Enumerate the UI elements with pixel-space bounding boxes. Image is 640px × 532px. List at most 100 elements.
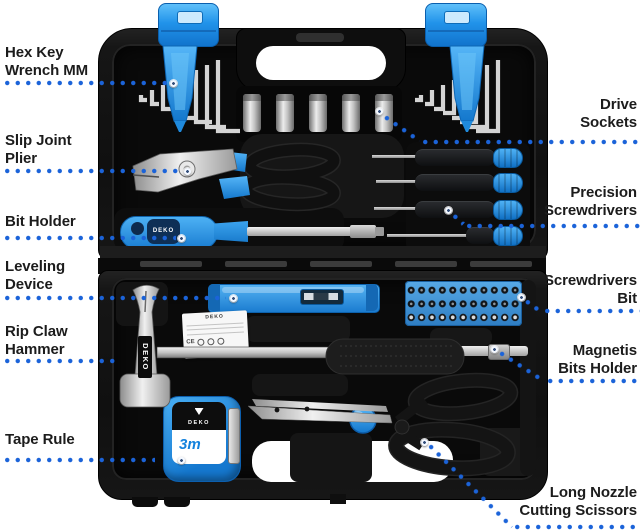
precision-screwdriver-cap: [493, 148, 523, 168]
drive-socket: [276, 94, 294, 132]
scissors-pivot: [394, 419, 410, 435]
case-hinge-lip: [100, 246, 546, 260]
slip-joint-plier: [132, 142, 341, 212]
callout-anchor-dot: [178, 235, 185, 242]
precision-screwdriver-tip: [374, 207, 418, 210]
magnetic-bits-holder-rod: [444, 346, 528, 356]
latch-slot: [444, 11, 470, 24]
drive-socket: [243, 94, 261, 132]
latch-slot: [177, 11, 203, 24]
case-foot: [132, 497, 158, 507]
bit-holder-tip: [375, 227, 384, 236]
hinge-slot: [470, 261, 532, 267]
latch-seam: [428, 30, 484, 32]
precision-screwdriver-tip: [387, 234, 471, 237]
rip-claw-hammer: DEKO: [119, 284, 465, 408]
callout-label: Bit Holder: [5, 213, 76, 230]
callout-hex-key-wrench: Hex Key Wrench MM: [5, 44, 88, 79]
latch-seam: [161, 30, 216, 32]
precision-screwdriver-body: [415, 174, 495, 191]
callout-rip-claw-hammer: Rip Claw Hammer: [5, 323, 68, 358]
callout-label: Leveling Device: [5, 258, 66, 293]
tape-brand: DEKO: [188, 420, 210, 426]
callout-anchor-dot: [184, 168, 191, 175]
bit-holder-collar: [350, 225, 376, 238]
case-latch-right: [425, 3, 487, 47]
callout-label: Long Nozzle Cutting Scissors: [519, 484, 637, 519]
leader-line-slip-joint: [0, 168, 182, 174]
molded-block: [252, 374, 348, 396]
bit-holder-end-dot: [131, 222, 144, 235]
drive-socket: [309, 94, 327, 132]
level-end-cap: [366, 284, 378, 311]
screwdriver-bits-tray: [405, 281, 522, 326]
molded-block: [520, 280, 536, 476]
hinge-slot: [395, 261, 457, 267]
callout-anchor-dot: [170, 80, 177, 87]
callout-leveling-device: Leveling Device: [5, 258, 65, 293]
callout-anchor-dot: [491, 346, 498, 353]
callout-tape-rule: Tape Rule: [5, 431, 75, 449]
precision-screwdriver-cap: [493, 173, 523, 193]
tape-brand-panel: DEKO: [172, 402, 226, 430]
case-foot: [164, 497, 190, 507]
bit-holder-shaft: [247, 227, 353, 236]
socket-opening: [342, 94, 360, 101]
leader-line-magnetis: [543, 378, 640, 384]
case-handle-hole: [256, 46, 386, 80]
callout-label: Drive Sockets: [580, 96, 637, 131]
precision-screwdriver-cap: [493, 200, 523, 220]
scissors-blade: [252, 399, 388, 412]
level-highlight: [222, 287, 364, 293]
callout-label: Tape Rule: [5, 431, 75, 448]
case-foot: [330, 494, 346, 504]
precision-screwdriver-body: [415, 201, 495, 218]
hinge-slot: [140, 261, 202, 267]
hinge-slot: [225, 261, 287, 267]
hinge-slot: [310, 261, 372, 267]
callout-screwdrivers-bit: Screwdrivers Bit: [544, 272, 637, 307]
drive-socket: [342, 94, 360, 132]
deko-bull-logo-icon: [194, 408, 204, 415]
level-bubble-vial: [300, 289, 344, 305]
hammer-face: [119, 373, 171, 408]
hex-key-clamp-left: [162, 45, 198, 132]
callout-precision-screwdrivers: Precision Screwdrivers: [544, 184, 637, 219]
bubble: [304, 293, 338, 300]
callout-anchor-dot: [421, 439, 428, 446]
callout-anchor-dot: [376, 108, 383, 115]
hammer-brand-label: [138, 336, 152, 378]
leader-line-hex-key: [0, 80, 170, 86]
plier-grip-sleeve: [219, 176, 250, 199]
callout-bit-holder: Bit Holder: [5, 213, 76, 231]
callout-label: Slip Joint Plier: [5, 132, 72, 167]
tape-belt-clip: [228, 408, 240, 464]
tape-rule-face: DEKO 3m: [172, 402, 226, 464]
molded-block: [246, 316, 350, 342]
scissors-blade: [247, 405, 393, 424]
socket-opening: [276, 94, 294, 101]
socket-opening: [243, 94, 261, 101]
leader-line-tape-rule: [0, 457, 155, 463]
callout-label: Screwdrivers Bit: [543, 272, 637, 307]
precision-screwdriver-body: [415, 149, 495, 166]
hex-key-clamp-right: [449, 45, 485, 132]
leader-line-leveling-device: [0, 295, 226, 301]
precision-screwdriver-tip: [376, 180, 416, 183]
callout-anchor-dot: [230, 295, 237, 302]
callout-slip-joint-plier: Slip Joint Plier: [5, 132, 72, 167]
leader-line-drive-sockets: [418, 139, 640, 145]
leader-line-screwdrivers-bit: [540, 308, 640, 314]
hammer-shaft: [156, 346, 333, 359]
socket-opening: [309, 94, 327, 101]
callout-label: Hex Key Wrench MM: [5, 44, 88, 79]
callout-label: Magnetis Bits Holder: [558, 342, 637, 377]
case-handle-slot: [296, 33, 344, 42]
callout-label: Precision Screwdrivers: [543, 184, 637, 219]
socket-opening: [375, 94, 393, 101]
bit-holder-brand: DEKO: [152, 228, 175, 234]
callout-long-nozzle-cutting-scissors: Long Nozzle Cutting Scissors: [519, 484, 637, 519]
callout-magnetis-bits-holder: Magnetis Bits Holder: [558, 342, 637, 377]
